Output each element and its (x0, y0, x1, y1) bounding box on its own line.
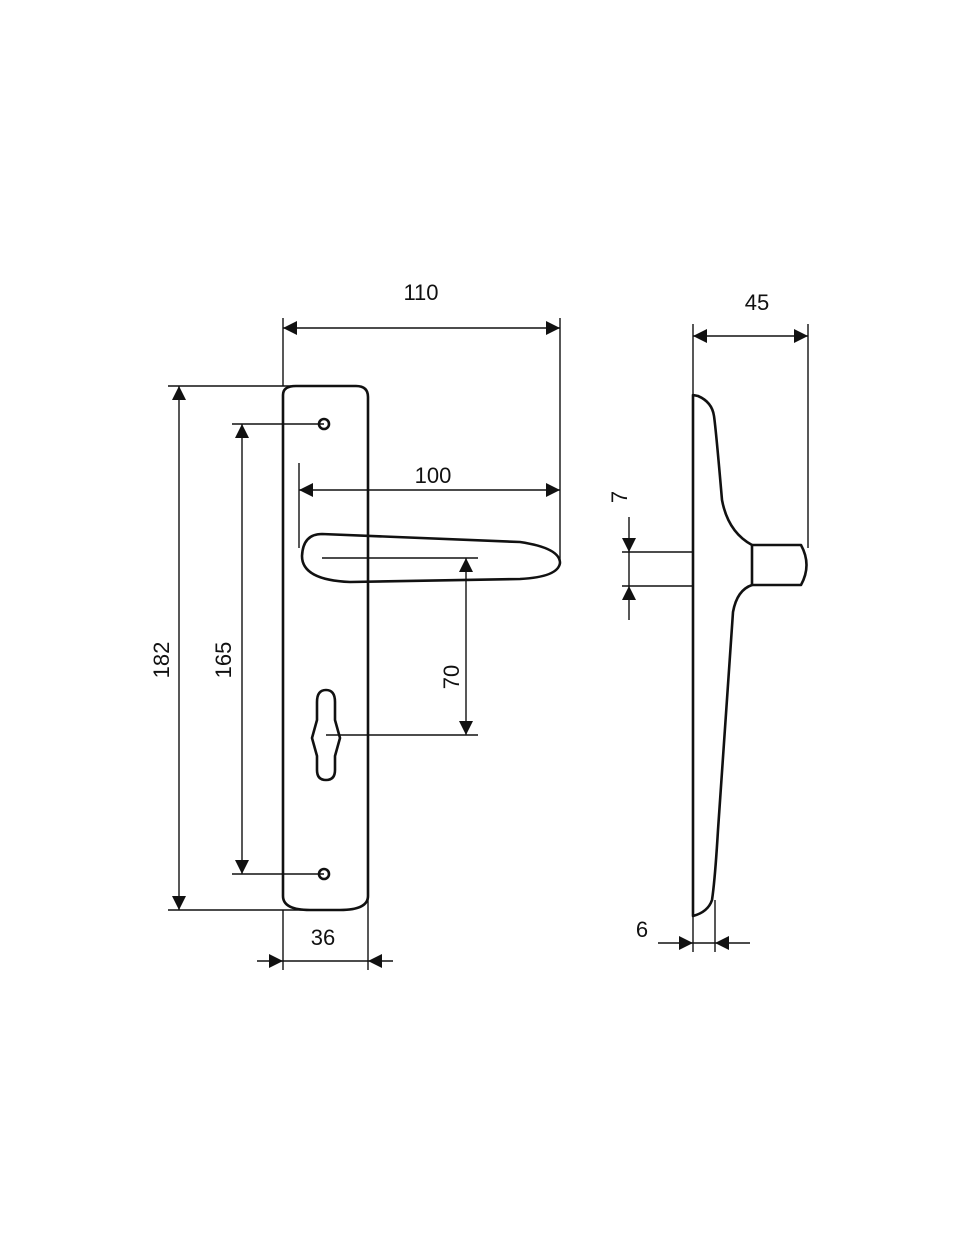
label-spindle: 7 (607, 491, 632, 503)
side-profile (691, 393, 754, 918)
label-plate-width: 36 (311, 925, 335, 950)
lever-handle (300, 532, 562, 584)
lever-boss (750, 543, 808, 587)
label-projection: 45 (745, 290, 769, 315)
label-lever-length: 100 (415, 463, 452, 488)
label-overall-width: 110 (403, 280, 438, 305)
label-lever-to-keyhole: 70 (439, 665, 464, 689)
backplate-outline (281, 384, 370, 912)
label-plate-thickness: 6 (636, 917, 648, 942)
side-view (691, 393, 808, 918)
keyhole-turn (310, 688, 342, 782)
dimension-labels: 110 100 182 165 70 36 45 7 6 (149, 280, 769, 950)
dimension-lines (168, 318, 809, 970)
label-fixing-centres: 165 (211, 642, 236, 679)
label-plate-height: 182 (149, 642, 174, 679)
